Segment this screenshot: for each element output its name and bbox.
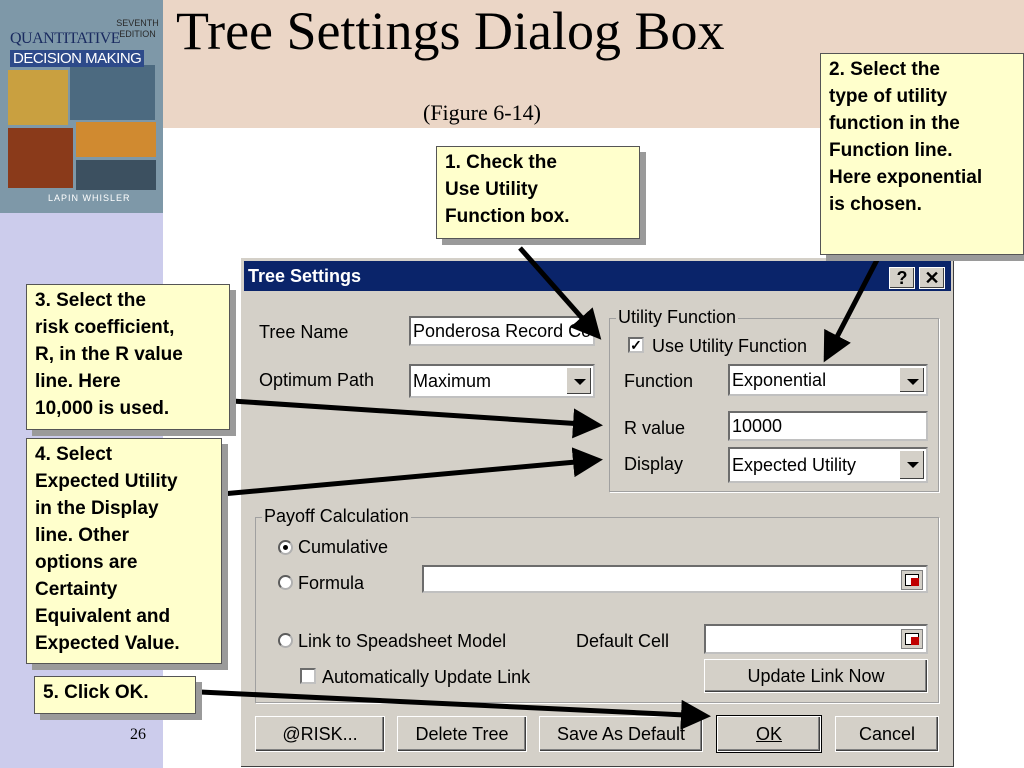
cell-reference-icon[interactable] (901, 629, 923, 649)
cumulative-label: Cumulative (298, 537, 389, 557)
auto-update-checkbox[interactable] (300, 668, 316, 684)
function-value: Exponential (732, 370, 827, 390)
function-label: Function (624, 371, 694, 391)
book-title-line1: QUANTITATIVE (10, 30, 121, 47)
tree-name-input[interactable]: Ponderosa Record Co (409, 316, 595, 346)
book-title-line2: DECISION MAKING (10, 50, 145, 67)
formula-label: Formula (298, 573, 365, 593)
slide-title: Tree Settings Dialog Box (176, 1, 725, 61)
dialog-titlebar[interactable]: Tree Settings ? ✕ (244, 261, 951, 291)
callout-step5: 5. Click OK. (34, 676, 196, 714)
arrow-step3 (231, 398, 603, 439)
tree-name-label: Tree Name (259, 322, 349, 342)
callout-step4: 4. Select Expected Utility in the Displa… (26, 438, 222, 664)
link-model-radio[interactable] (278, 633, 293, 648)
help-button[interactable]: ? (889, 267, 915, 289)
risk-button[interactable]: @RISK... (255, 716, 385, 752)
arrow-step1 (518, 246, 602, 340)
utility-function-group: Utility Function ✓ Use Utility Function … (609, 307, 939, 492)
function-select[interactable]: Exponential (728, 364, 928, 396)
tree-settings-dialog: Tree Settings ? ✕ Tree Name Ponderosa Re… (240, 257, 955, 768)
display-label: Display (624, 454, 684, 474)
default-cell-input[interactable] (704, 624, 928, 654)
figure-reference: (Figure 6-14) (423, 100, 541, 125)
r-value-label: R value (624, 418, 686, 438)
formula-radio[interactable] (278, 575, 293, 590)
ok-button[interactable]: OK (716, 715, 822, 753)
default-cell-label: Default Cell (576, 631, 670, 651)
payoff-calculation-group: Payoff Calculation Cumulative Formula Li… (255, 506, 939, 703)
chevron-down-icon[interactable] (899, 450, 925, 480)
cancel-button[interactable]: Cancel (835, 716, 939, 752)
chevron-down-icon[interactable] (899, 367, 925, 393)
book-edition: SEVENTH EDITION (116, 18, 159, 39)
delete-tree-button[interactable]: Delete Tree (397, 716, 527, 752)
use-utility-label: Use Utility Function (652, 336, 808, 356)
optimum-path-value: Maximum (413, 371, 492, 391)
payoff-calculation-group-title: Payoff Calculation (262, 506, 411, 527)
arrow-step2 (823, 256, 881, 363)
callout-step1: 1. Check the Use Utility Function box. (436, 146, 640, 239)
close-button[interactable]: ✕ (919, 267, 945, 289)
check-icon: ✓ (630, 337, 642, 353)
callout-step2: 2. Select the type of utility function i… (820, 53, 1024, 255)
arrow-step4 (221, 447, 603, 497)
display-value: Expected Utility (732, 455, 857, 475)
update-link-now-button[interactable]: Update Link Now (704, 659, 928, 693)
formula-input[interactable] (422, 565, 928, 593)
page-number: 26 (130, 726, 146, 743)
use-utility-checkbox[interactable]: ✓ (628, 337, 644, 353)
cumulative-radio[interactable] (278, 540, 293, 555)
arrow-step5 (199, 689, 711, 730)
book-authors: LAPIN WHISLER (48, 193, 131, 203)
link-model-label: Link to Speadsheet Model (298, 631, 507, 651)
display-select[interactable]: Expected Utility (728, 447, 928, 483)
save-as-default-button[interactable]: Save As Default (539, 716, 703, 752)
cell-reference-icon[interactable] (901, 570, 923, 590)
r-value-input[interactable]: 10000 (728, 411, 928, 441)
optimum-path-label: Optimum Path (259, 370, 375, 390)
auto-update-label: Automatically Update Link (322, 667, 531, 687)
chevron-down-icon[interactable] (566, 367, 592, 395)
book-cover-image: SEVENTH EDITION QUANTITATIVE DECISION MA… (0, 0, 163, 213)
callout-step3: 3. Select the risk coefficient, R, in th… (26, 284, 230, 430)
dialog-title: Tree Settings (248, 266, 362, 286)
utility-function-group-title: Utility Function (616, 307, 739, 328)
optimum-path-select[interactable]: Maximum (409, 364, 595, 398)
